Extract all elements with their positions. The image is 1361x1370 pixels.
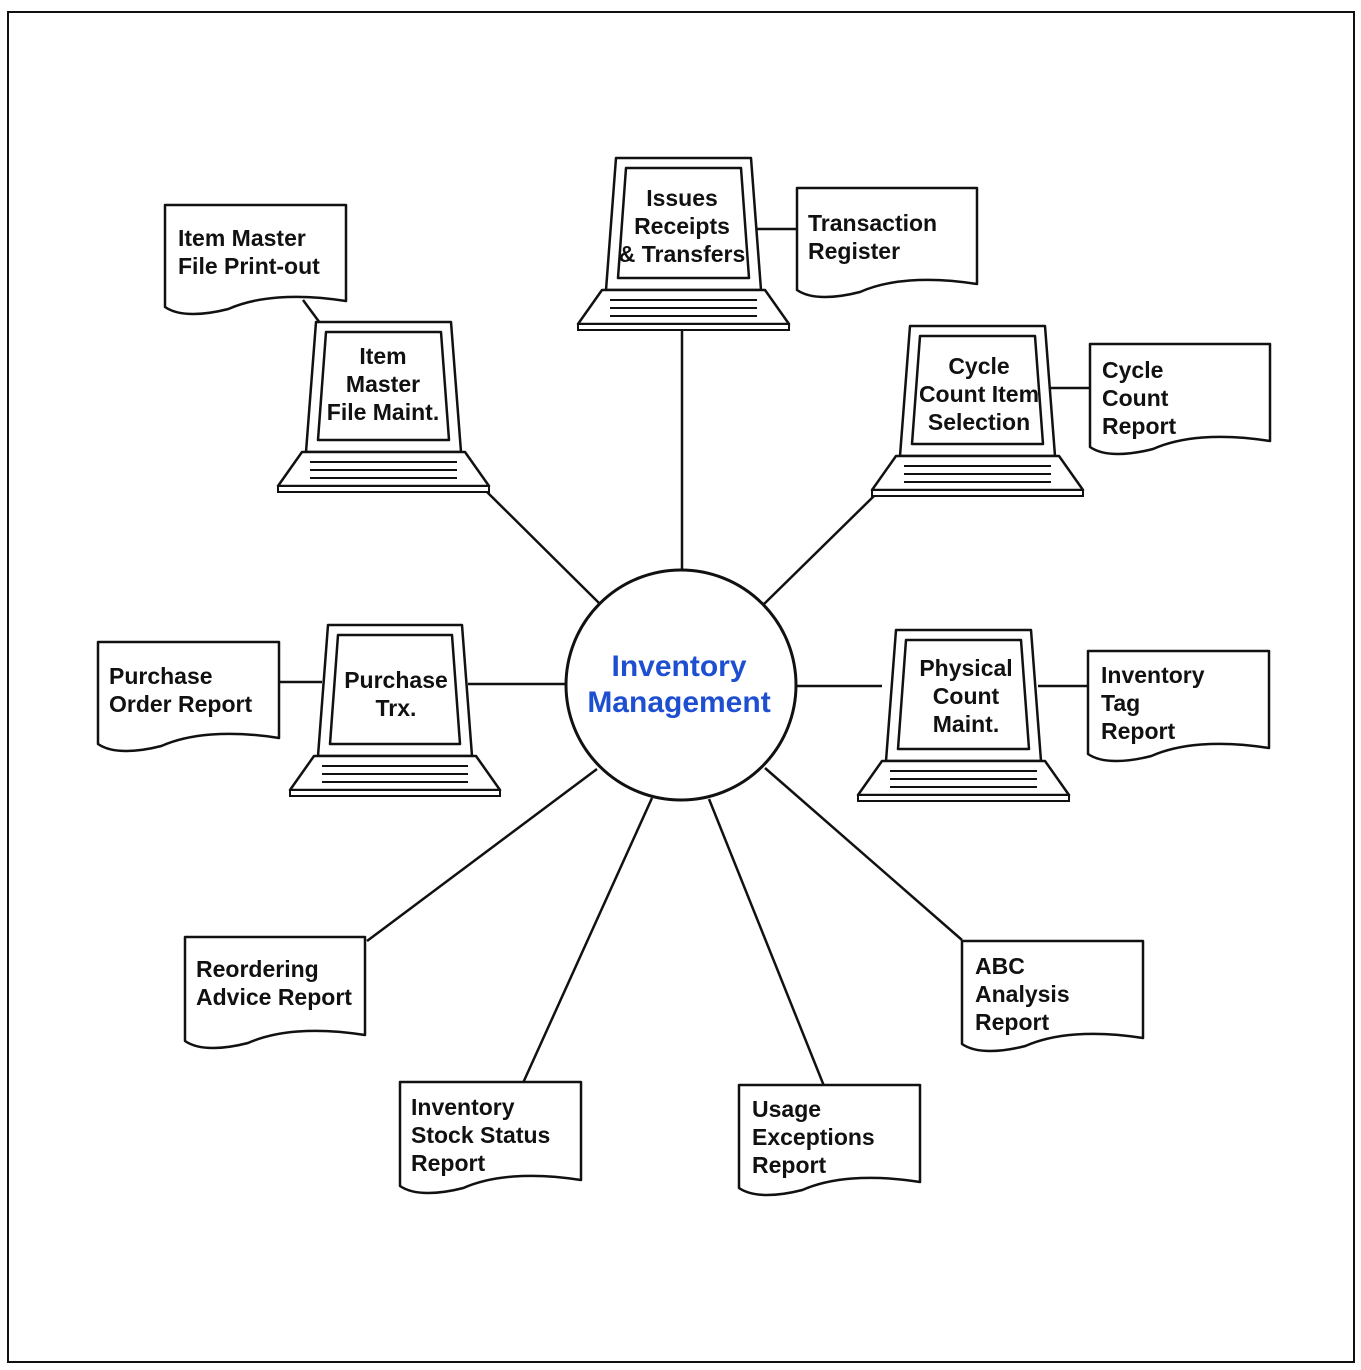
report-label-line: Stock Status (411, 1122, 550, 1148)
report-label-line: Tag (1101, 690, 1140, 716)
report-label-line: Transaction (808, 210, 937, 236)
document-icon (960, 939, 1145, 1053)
terminal-label-line: Purchase (344, 667, 448, 693)
keyboard-edge (289, 789, 501, 797)
document-icon (1088, 342, 1272, 456)
terminal-label-line: File Maint. (327, 399, 439, 425)
report-label-line: Register (808, 238, 900, 264)
hub-title-line-2: Management (587, 686, 770, 719)
terminal-label-line: Maint. (933, 711, 999, 737)
terminal-label-line: Cycle (948, 353, 1009, 379)
report-label-line: Inventory (1101, 662, 1205, 688)
report-label-line: Count (1102, 385, 1169, 411)
keyboard-edge (577, 323, 790, 331)
screen (328, 633, 462, 746)
keyboard-edge (277, 485, 490, 493)
screen (616, 166, 751, 280)
terminal-label-line: Item (359, 343, 406, 369)
terminal-label-line: Count Item (919, 381, 1039, 407)
connector-hub-usage (707, 798, 826, 1087)
connector-hub-abc (764, 767, 963, 941)
hub-circle (564, 568, 798, 802)
screen (910, 334, 1045, 446)
report-label-line: ABC (975, 953, 1025, 979)
connector-hub-cycle-count (761, 494, 876, 607)
report-label-line: Item Master (178, 225, 306, 251)
document-icon (795, 186, 979, 299)
hub-title-line-1: Inventory (611, 650, 746, 683)
document-icon (398, 1080, 583, 1195)
terminal-label-line: Physical (919, 655, 1012, 681)
connector-hub-stock-status (521, 797, 654, 1084)
report-label-line: File Print-out (178, 253, 320, 279)
hub: Inventory Management (564, 568, 798, 802)
terminal-label-line: Trx. (376, 695, 417, 721)
terminal-label-line: Master (346, 371, 420, 397)
terminal-label-line: & Transfers (619, 241, 746, 267)
report-label-line: Cycle (1102, 357, 1163, 383)
report-label-line: Report (975, 1009, 1049, 1035)
keyboard-edge (857, 794, 1070, 802)
report-label-line: Inventory (411, 1094, 515, 1120)
report-label-line: Analysis (975, 981, 1070, 1007)
terminal-label-line: Receipts (634, 213, 730, 239)
document-icon (737, 1083, 922, 1197)
report-label-line: Usage (752, 1096, 821, 1122)
screen (896, 638, 1031, 751)
report-label-line: Report (411, 1150, 485, 1176)
terminal-label-line: Selection (928, 409, 1030, 435)
connector-hub-item-master (484, 489, 601, 605)
terminal-label-line: Issues (646, 185, 718, 211)
keyboard-edge (871, 489, 1084, 497)
document-icon (1086, 649, 1271, 763)
connector-hub-reordering (366, 767, 598, 943)
connector-itemmaster-printout (301, 299, 322, 324)
report-label-line: Order Report (109, 691, 252, 717)
document-icon (183, 935, 367, 1050)
report-label-line: Reordering (196, 956, 319, 982)
terminal-label-line: Count (933, 683, 1000, 709)
report-label-line: Report (1102, 413, 1176, 439)
report-label-line: Report (752, 1152, 826, 1178)
report-label-line: Exceptions (752, 1124, 875, 1150)
report-label-line: Purchase (109, 663, 213, 689)
outer-frame (7, 11, 1355, 1363)
report-label-line: Report (1101, 718, 1175, 744)
document-icon (163, 203, 348, 316)
report-label-line: Advice Report (196, 984, 352, 1010)
screen (316, 330, 451, 442)
document-icon (96, 640, 281, 753)
